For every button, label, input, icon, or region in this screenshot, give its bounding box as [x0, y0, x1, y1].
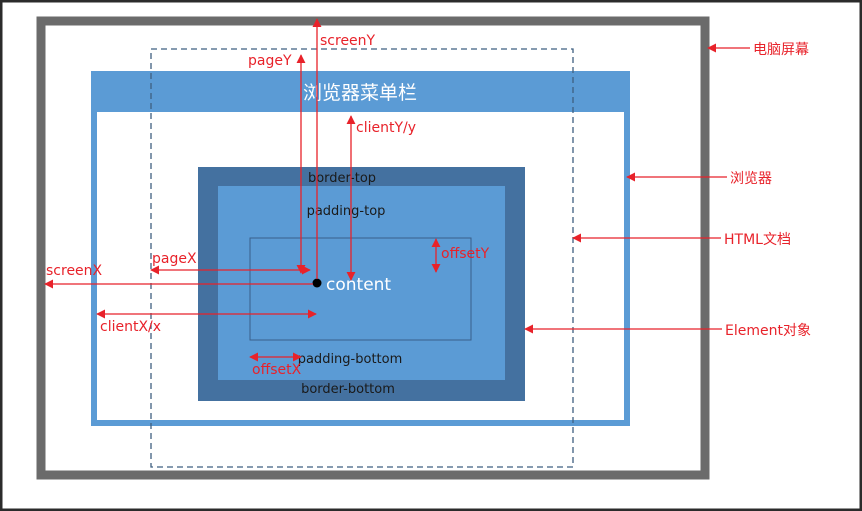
client-y-label: clientY/y — [356, 120, 416, 136]
offset-y-label: offsetY — [441, 246, 490, 262]
computer-screen-label: 电脑屏幕 — [753, 42, 809, 58]
padding-bottom-label: padding-bottom — [298, 352, 403, 367]
browser-menu-bar-label: 浏览器菜单栏 — [303, 82, 417, 104]
padding-top-label: padding-top — [307, 204, 386, 219]
offset-x-label: offsetX — [252, 362, 302, 378]
html-document-outline — [150, 48, 574, 468]
border-top-label: border-top — [308, 171, 376, 186]
screen-x-label: screenX — [46, 263, 103, 279]
client-x-label: clientX/x — [100, 319, 161, 335]
page-y-label: pageY — [248, 53, 292, 69]
screen-y-label: screenY — [320, 33, 376, 49]
mouse-point — [312, 278, 322, 288]
html-document-label: HTML文档 — [724, 232, 791, 248]
border-bottom-label: border-bottom — [301, 382, 395, 397]
element-object-label: Element对象 — [725, 323, 811, 339]
page-x-label: pageX — [152, 251, 197, 267]
browser-label: 浏览器 — [730, 171, 772, 187]
content-label: content — [326, 275, 391, 295]
